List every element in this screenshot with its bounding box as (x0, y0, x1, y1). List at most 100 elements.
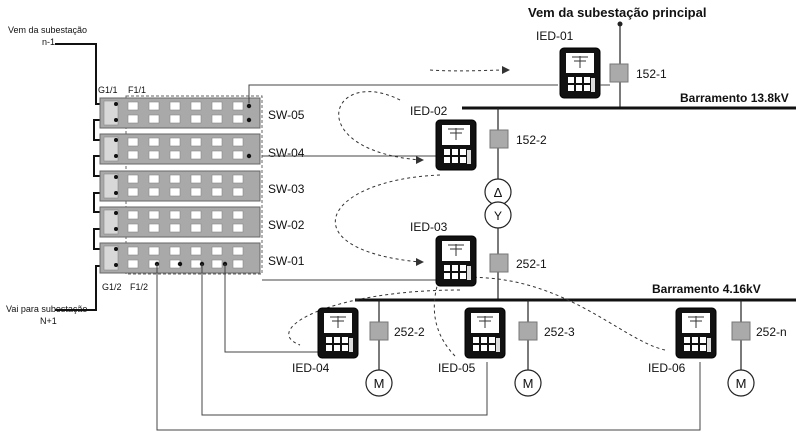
ied-key (700, 337, 706, 343)
switch-port (127, 174, 139, 184)
switch-port (127, 137, 139, 147)
port-f1-1-label: F1/1 (128, 85, 146, 95)
ied-key (444, 149, 450, 155)
port-f1-2-label: F1/2 (130, 282, 148, 292)
switch-port (190, 114, 202, 124)
breaker-252-1-label: 252-1 (516, 257, 547, 271)
ied-key (568, 85, 574, 91)
ied-06-device (675, 307, 717, 359)
ied-02-label: IED-02 (410, 104, 448, 118)
ied-06-label: IED-06 (648, 361, 686, 375)
link-dot (246, 117, 252, 123)
sw-01-label: SW-01 (268, 254, 305, 268)
switch-port (148, 187, 160, 197)
switch-port (190, 210, 202, 220)
breaker-152-1-label: 152-1 (636, 67, 667, 81)
switch-port (148, 223, 160, 233)
breaker-152-1 (609, 63, 629, 83)
bus-13-8kv-label: Barramento 13.8kV (680, 91, 789, 105)
ied-key (460, 149, 466, 155)
switch-port (211, 137, 223, 147)
ied-key (473, 337, 479, 343)
switch-port (169, 150, 181, 160)
port-g1-1-label: G1/1 (98, 85, 118, 95)
ied-key (444, 157, 450, 163)
data-flow-arrows (288, 69, 666, 357)
switch-port (211, 259, 223, 269)
ied-03-device (435, 235, 477, 287)
switch-port (211, 150, 223, 160)
switch-port (232, 210, 244, 220)
ied-02-device (435, 119, 477, 171)
switch-port (148, 114, 160, 124)
switch-port (190, 223, 202, 233)
link-dot (177, 261, 183, 267)
sw-01-switch (99, 242, 261, 274)
switch-port (169, 137, 181, 147)
ied-key (584, 85, 590, 91)
sw-03-switch (99, 170, 261, 202)
sw-02-label: SW-02 (268, 218, 305, 232)
switch-port (127, 101, 139, 111)
ring-cables (93, 119, 104, 250)
motor-1-label: M (374, 376, 385, 391)
ied-key (452, 265, 458, 271)
switch-port (232, 101, 244, 111)
switch-port (211, 210, 223, 220)
ied-key (334, 337, 340, 343)
transformer-delta-label: Δ (494, 185, 503, 200)
switch-port (127, 259, 139, 269)
ied-key (700, 345, 706, 351)
switch-port (148, 174, 160, 184)
switch-port (232, 114, 244, 124)
switch-port (190, 101, 202, 111)
transformer-secondary (484, 201, 512, 229)
switch-port (232, 223, 244, 233)
switch-port (127, 114, 139, 124)
from-substation-label: Vem da subestação (8, 25, 87, 35)
ied-key (444, 265, 450, 271)
motor-2-label: M (523, 376, 534, 391)
switch-port (148, 137, 160, 147)
breaker-252-3 (518, 321, 538, 341)
switch-port (148, 150, 160, 160)
switch-port (211, 246, 223, 256)
switch-port (169, 114, 181, 124)
switch-port (127, 246, 139, 256)
comm-links (156, 84, 701, 431)
motor-1 (365, 369, 393, 397)
switch-port (232, 137, 244, 147)
switch-port (148, 210, 160, 220)
switch-port (190, 174, 202, 184)
ied-key (576, 85, 582, 91)
ied-key (342, 337, 348, 343)
link-dot (246, 103, 252, 109)
switch-port (127, 223, 139, 233)
switch-port (232, 187, 244, 197)
ied-key (684, 337, 690, 343)
switch-port (232, 174, 244, 184)
switch-port (232, 246, 244, 256)
ied-key (489, 337, 495, 343)
ied-05-label: IED-05 (438, 361, 476, 375)
transformer-wye-label: Y (494, 209, 502, 223)
ied-key (692, 337, 698, 343)
breaker-252-n (731, 321, 751, 341)
motor-2 (514, 369, 542, 397)
ied-key (568, 77, 574, 83)
switch-port (127, 150, 139, 160)
ied-key (452, 157, 458, 163)
breaker-252-2-label: 252-2 (394, 325, 425, 339)
switch-port (127, 187, 139, 197)
switch-port (148, 246, 160, 256)
ied-key (452, 273, 458, 279)
breaker-152-2-label: 152-2 (516, 133, 547, 147)
ied-key (481, 345, 487, 351)
ied-03-label: IED-03 (410, 220, 448, 234)
sw-04-label: SW-04 (268, 146, 305, 160)
switch-port (211, 174, 223, 184)
switch-stack (99, 97, 261, 274)
breaker-152-2 (489, 129, 509, 149)
switch-port (169, 187, 181, 197)
